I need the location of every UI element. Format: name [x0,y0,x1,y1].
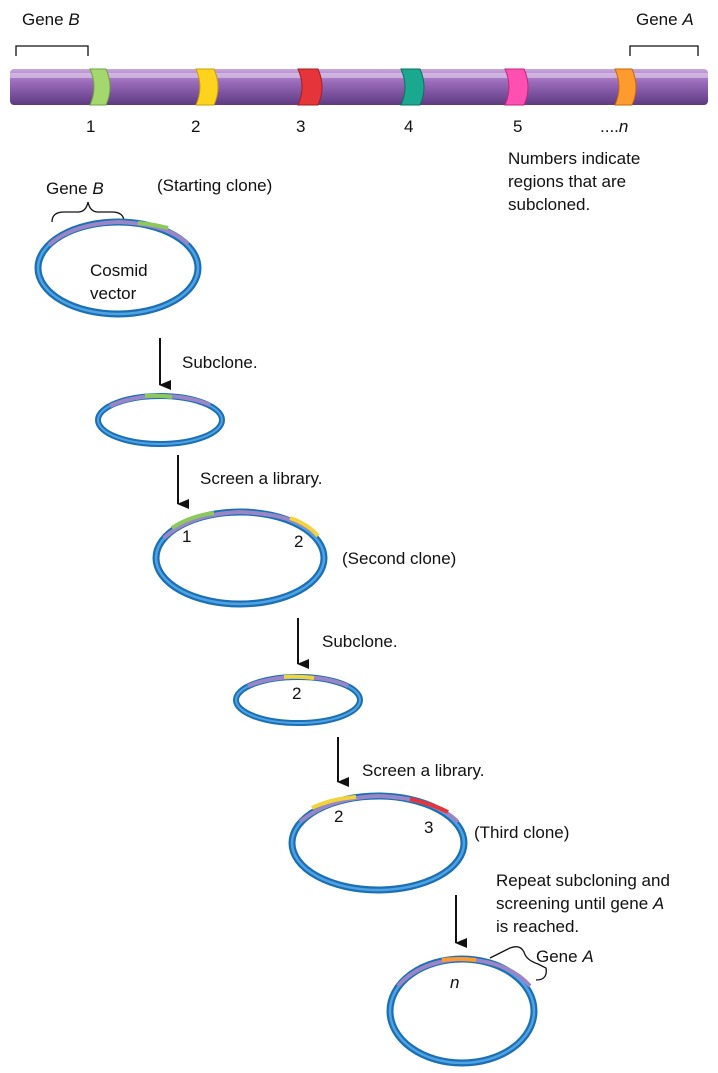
cosmid-label-line-2: vector [90,284,137,303]
second-clone: 1 2 (Second clone) [152,508,456,608]
chromosome-bar [10,69,708,105]
region-number-4: 4 [404,117,413,136]
svg-text:is reached.: is reached. [496,917,579,936]
screen-1-label: Screen a library. [200,469,323,488]
region-number-1: 1 [86,117,95,136]
third-clone: 2 3 (Third clone) [288,792,569,894]
region-numbers: 1 2 3 4 5 ....n [86,117,628,136]
subclone-2-ring: 2 [233,674,363,726]
repeat-note: Repeat subcloning and screening until ge… [496,871,670,936]
cosmid-label-line-1: Cosmid [90,261,148,280]
second-clone-mark-2: 2 [294,532,303,551]
band-region-1 [89,68,111,106]
starting-clone-label: (Starting clone) [157,176,272,195]
third-clone-mark-2: 2 [334,807,343,826]
band-region-4 [400,68,425,106]
band-region-5 [504,68,529,106]
region-number-2: 2 [191,117,200,136]
gene-b-bracket: Gene B [15,10,89,56]
subclone-2-mark: 2 [292,684,301,703]
band-region-n [614,68,637,106]
starting-gene-b-label: Gene B [46,179,104,198]
svg-text:subcloned.: subcloned. [508,195,590,214]
third-clone-mark-3: 3 [424,818,433,837]
region-bands [89,68,637,106]
svg-text:screening until gene A: screening until gene A [496,894,664,913]
final-mark: n [450,973,459,992]
final-gene-a-bracket [489,946,547,981]
band-region-2 [195,68,219,106]
gene-b-label: Gene B [22,10,80,29]
gene-a-label: Gene A [636,10,694,29]
region-number-n: ....n [600,117,628,136]
subclone-1-label: Subclone. [182,353,258,372]
region-number-5: 5 [513,117,522,136]
final-gene-a-label: Gene A [536,947,594,966]
svg-text:regions that are: regions that are [508,172,626,191]
band-region-3 [297,68,323,106]
gene-a-bracket: Gene A [629,10,699,56]
starting-clone: Gene B (Starting clone) Cosmid vector [34,176,272,318]
subclone-2-label: Subclone. [322,632,398,651]
region-note: Numbers indicate regions that are subclo… [508,149,640,214]
region-number-3: 3 [296,117,305,136]
svg-text:Repeat subcloning and: Repeat subcloning and [496,871,670,890]
screen-2-label: Screen a library. [362,761,485,780]
third-clone-label: (Third clone) [474,823,569,842]
second-clone-mark-1: 1 [182,527,191,546]
subclone-1-ring [95,393,225,447]
second-clone-label: (Second clone) [342,549,456,568]
svg-text:Numbers indicate: Numbers indicate [508,149,640,168]
final-clone: n Gene A [386,946,594,1067]
